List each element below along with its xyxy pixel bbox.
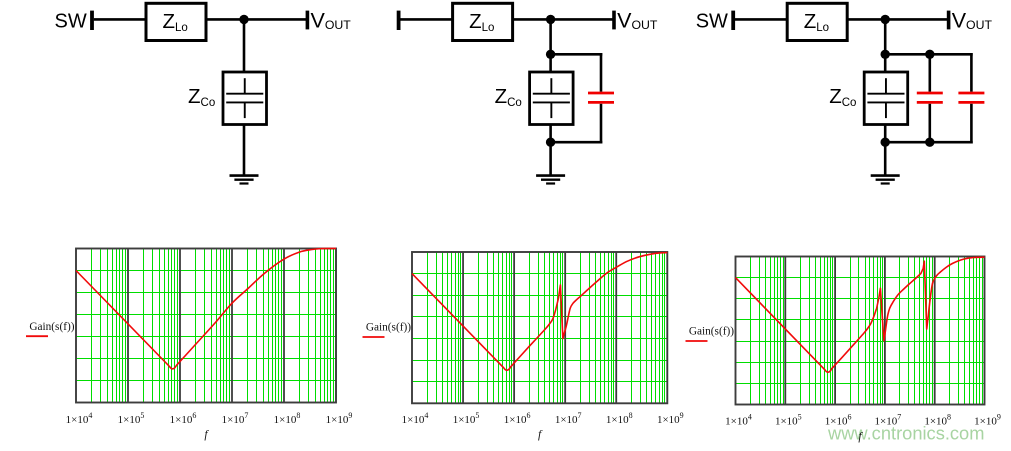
svg-text:1×105: 1×105 (118, 411, 145, 426)
svg-text:1×109: 1×109 (974, 413, 1001, 428)
svg-text:1×109: 1×109 (326, 411, 353, 426)
svg-text:1×108: 1×108 (924, 413, 951, 428)
svg-text:1×105: 1×105 (775, 413, 802, 428)
svg-text:1×106: 1×106 (825, 413, 852, 428)
svg-text:ZCo: ZCo (829, 85, 856, 109)
svg-text:1×105: 1×105 (453, 411, 480, 426)
svg-text:1×107: 1×107 (555, 411, 582, 426)
svg-text:1×104: 1×104 (725, 413, 752, 428)
svg-text:f: f (538, 429, 543, 441)
svg-text:1×107: 1×107 (875, 413, 902, 428)
svg-text:SW: SW (696, 11, 728, 33)
svg-text:ZLo: ZLo (163, 10, 188, 34)
svg-text:Gain(s(f)): Gain(s(f)) (689, 325, 734, 337)
svg-text:Gain(s(f)): Gain(s(f)) (29, 321, 74, 333)
svg-text:www.cntronics.com: www.cntronics.com (827, 423, 984, 444)
svg-text:1×104: 1×104 (402, 411, 429, 426)
svg-text:1×106: 1×106 (170, 411, 197, 426)
svg-text:f: f (858, 431, 863, 443)
svg-text:1×108: 1×108 (274, 411, 301, 426)
svg-text:1×106: 1×106 (504, 411, 531, 426)
svg-text:1×107: 1×107 (222, 411, 249, 426)
svg-text:f: f (204, 429, 209, 441)
svg-text:1×104: 1×104 (66, 411, 93, 426)
svg-text:1×108: 1×108 (606, 411, 633, 426)
svg-text:Gain(s(f)): Gain(s(f)) (366, 321, 411, 333)
svg-text:1×109: 1×109 (657, 411, 684, 426)
svg-text:SW: SW (55, 11, 87, 33)
